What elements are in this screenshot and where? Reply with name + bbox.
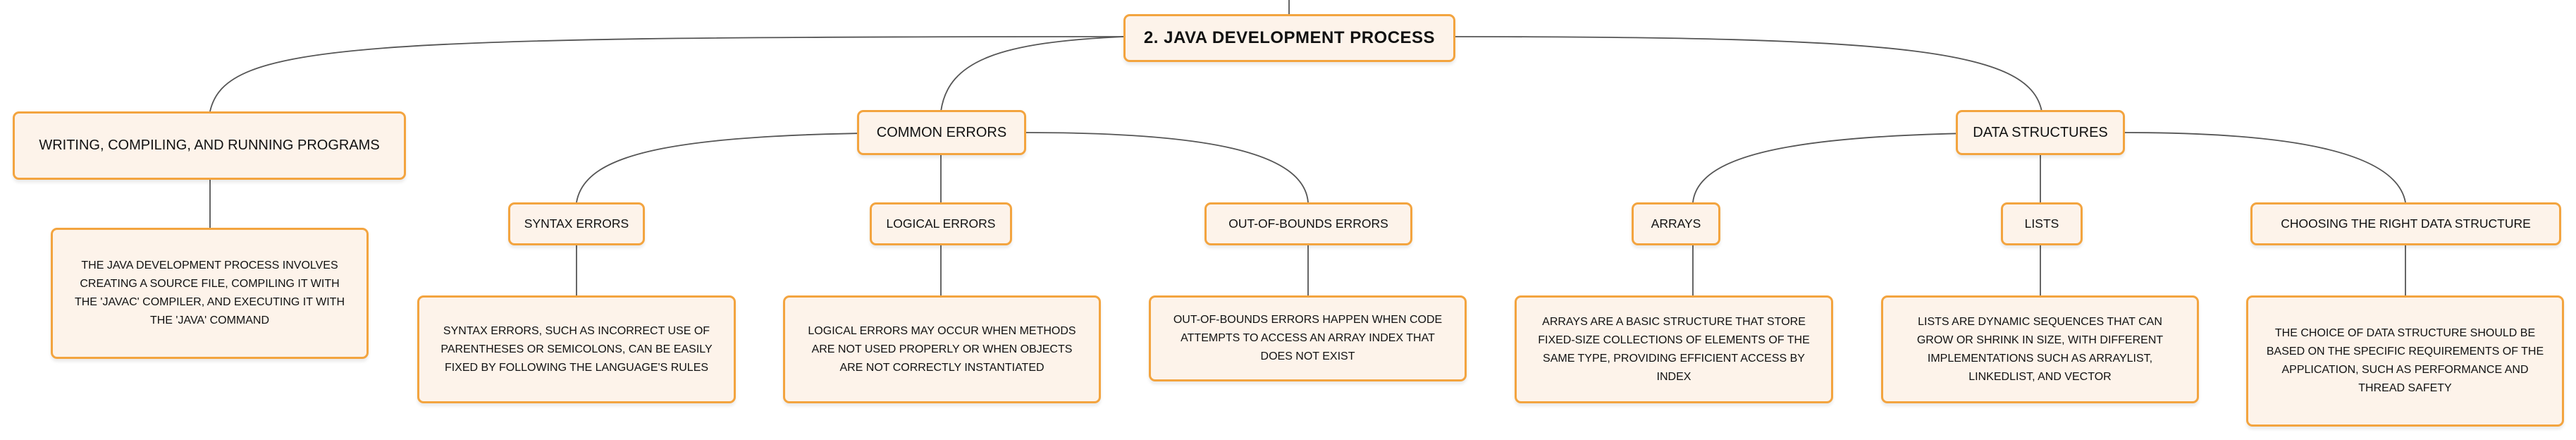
root-node[interactable]: 2. JAVA DEVELOPMENT PROCESS: [1123, 14, 1455, 62]
topic-common-errors[interactable]: COMMON ERRORS: [857, 110, 1026, 155]
subtopic-arrays[interactable]: ARRAYS: [1632, 202, 1720, 245]
connector-root-datastructures: [1455, 36, 2042, 112]
description-out-of-bounds-errors[interactable]: OUT-OF-BOUNDS ERRORS HAPPEN WHEN CODE AT…: [1149, 295, 1467, 381]
description-choosing-data-structure[interactable]: THE CHOICE OF DATA STRUCTURE SHOULD BE B…: [2246, 295, 2564, 427]
description-arrays[interactable]: ARRAYS ARE A BASIC STRUCTURE THAT STORE …: [1515, 295, 1833, 403]
topic-writing-compiling-running[interactable]: WRITING, COMPILING, AND RUNNING PROGRAMS: [13, 111, 406, 180]
subtopic-out-of-bounds-errors[interactable]: OUT-OF-BOUNDS ERRORS: [1204, 202, 1412, 245]
connector-root-writing: [209, 36, 1124, 112]
subtopic-lists[interactable]: LISTS: [2001, 202, 2083, 245]
description-logical-errors[interactable]: LOGICAL ERRORS MAY OCCUR WHEN METHODS AR…: [783, 295, 1101, 403]
connector-ds-choosing: [2124, 132, 2406, 203]
description-writing-compiling-running[interactable]: THE JAVA DEVELOPMENT PROCESS INVOLVES CR…: [51, 228, 369, 359]
topic-data-structures[interactable]: DATA STRUCTURES: [1956, 110, 2125, 155]
connector-errors-syntax: [576, 132, 942, 203]
description-syntax-errors[interactable]: SYNTAX ERRORS, SUCH AS INCORRECT USE OF …: [417, 295, 736, 403]
connector-root-errors: [940, 36, 1124, 112]
description-lists[interactable]: LISTS ARE DYNAMIC SEQUENCES THAT CAN GRO…: [1881, 295, 2199, 403]
subtopic-choosing-data-structure[interactable]: CHOOSING THE RIGHT DATA STRUCTURE: [2250, 202, 2561, 245]
subtopic-logical-errors[interactable]: LOGICAL ERRORS: [870, 202, 1012, 245]
subtopic-syntax-errors[interactable]: SYNTAX ERRORS: [508, 202, 645, 245]
connector-errors-oob: [1025, 132, 1309, 203]
connector-ds-arrays: [1692, 132, 2041, 203]
